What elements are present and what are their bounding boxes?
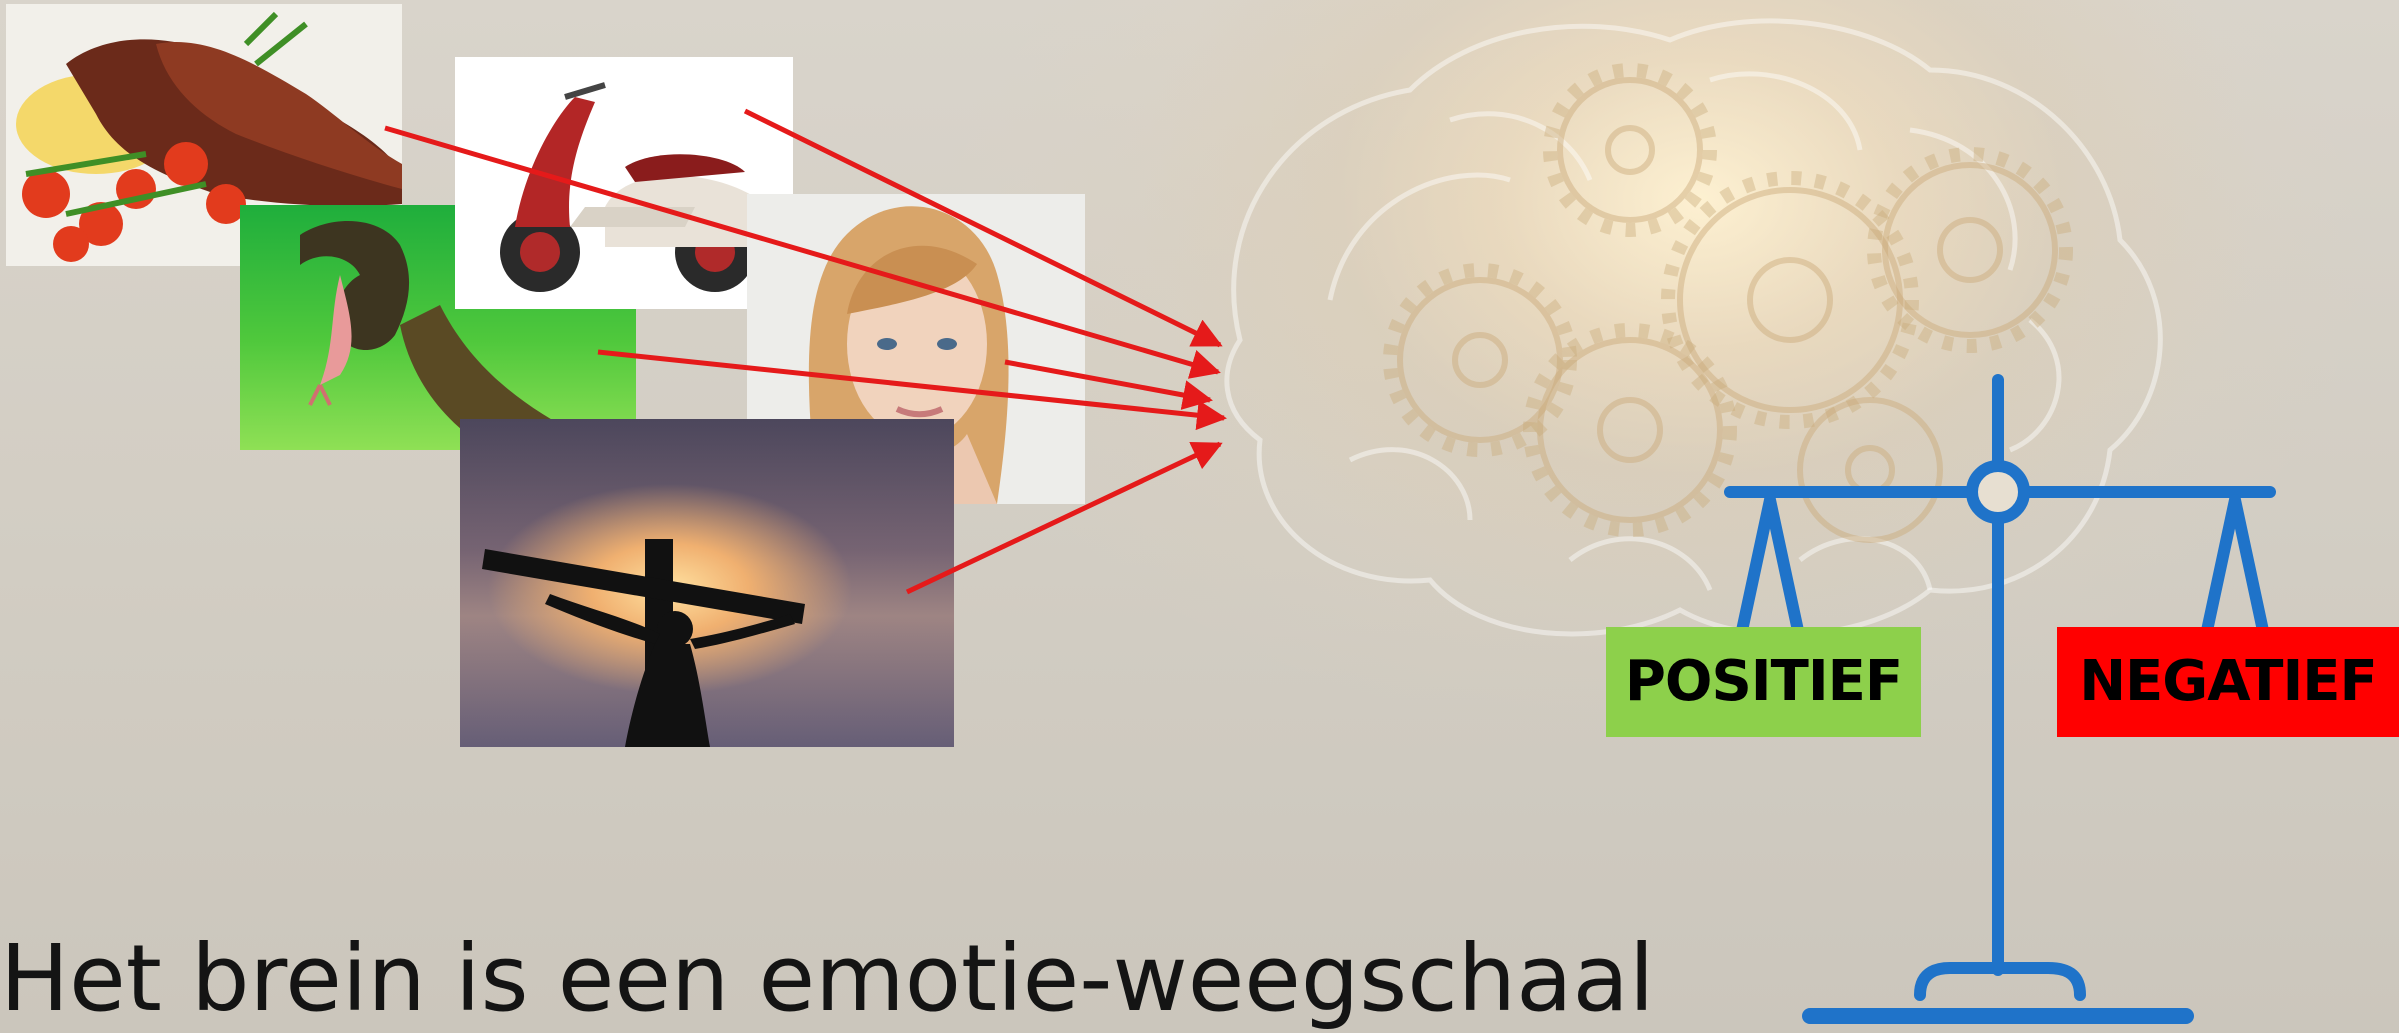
slide-title: Het brein is een emotie-weegschaal: [0, 925, 1655, 1032]
balance-scale-icon: [1666, 374, 2339, 1024]
red-scooter-photo: [455, 57, 793, 309]
food-plate-photo: [6, 4, 402, 266]
brain-gears-background: [1224, 18, 2163, 638]
positive-label: POSITIEF: [1606, 627, 1921, 737]
crucifix-sky-photo: [460, 419, 954, 747]
negative-label: NEGATIEF: [2057, 627, 2399, 737]
